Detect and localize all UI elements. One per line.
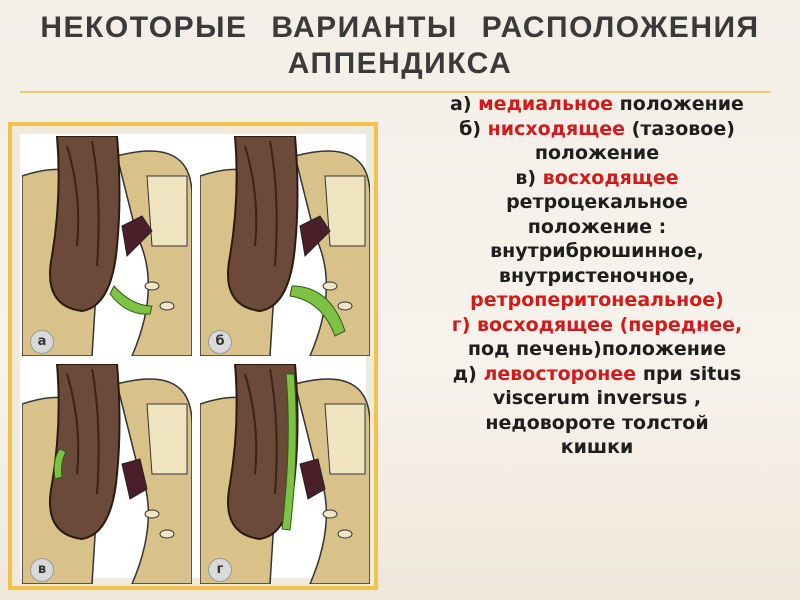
list-text: ретроцекальное [506, 191, 688, 213]
highlighted-term: г) восходящее (переднее, [451, 313, 743, 336]
list-item-line: внутристеночное, [404, 264, 790, 289]
list-item-line: а) медиальное положение [404, 92, 790, 117]
panel-g-drawing [200, 364, 370, 584]
list-item-line: внутрибрюшинное, [404, 239, 790, 264]
list-text: в) [515, 166, 543, 189]
slide-title: НЕКОТОРЫЕ ВАРИАНТЫ РАСПОЛОЖЕНИЯ АППЕНДИК… [20, 10, 780, 82]
list-item-line: viscerum inversus , [404, 386, 790, 411]
list-text: при situs [636, 362, 742, 385]
list-item: б) нисходящее (тазовое)положение [390, 117, 790, 166]
list-item: г) восходящее (переднее,под печень)полож… [390, 313, 790, 362]
list-item-line: положение [404, 141, 790, 166]
list-text: б) [459, 117, 488, 140]
list-item-line: ретроцекальное [404, 190, 790, 215]
panel-a-label: а [30, 330, 54, 354]
list-text: (тазовое) [625, 117, 735, 140]
appendix-illustration: а б [8, 122, 378, 590]
highlighted-term: медиальное [478, 93, 614, 115]
list-item-line: в) восходящее [404, 166, 790, 191]
list-item-line: положение : [404, 215, 790, 240]
list-item-line: г) восходящее (переднее, [404, 313, 790, 338]
list-text: под печень)положение [467, 338, 727, 360]
highlighted-term: восходящее [542, 166, 679, 189]
list-text: внутристеночное, [498, 264, 696, 287]
list-text: положение [534, 142, 660, 164]
highlighted-term: левосторонее [483, 362, 637, 385]
list-item-line: под печень)положение [404, 337, 790, 362]
list-item-line: д) левосторонее при situs [404, 362, 790, 387]
list-item-line: ретроперитонеальное) [404, 288, 790, 313]
panel-g-label: г [208, 558, 232, 582]
list-text: положение [613, 93, 744, 115]
illustration-panels: а б [20, 134, 370, 584]
list-text: д) [452, 362, 484, 385]
list-text: а) [450, 93, 479, 115]
title-line-1: НЕКОТОРЫЕ ВАРИАНТЫ РАСПОЛОЖЕНИЯ [40, 11, 760, 44]
panel-v-label: в [30, 558, 54, 582]
highlighted-term: ретроперитонеальное) [470, 289, 724, 311]
list-item-line: кишки [404, 435, 790, 460]
list-text: положение : [527, 215, 667, 238]
panel-b-drawing [200, 136, 370, 356]
panel-v-drawing [22, 364, 192, 584]
panel-g: г [200, 364, 370, 584]
title-line-2: АППЕНДИКСА [287, 47, 513, 80]
list-item: а) медиальное положение [390, 92, 790, 117]
list-text: внутрибрюшинное, [490, 240, 704, 262]
list-item-line: б) нисходящее (тазовое) [404, 117, 790, 142]
list-text: viscerum inversus , [492, 387, 702, 409]
panel-a-drawing [22, 136, 192, 356]
list-text: недовороте толстой [485, 411, 709, 434]
panel-a: а [22, 136, 192, 356]
list-item-line: недовороте толстой [404, 411, 790, 436]
highlighted-term: нисходящее [487, 117, 626, 140]
list-text: кишки [560, 436, 634, 458]
title-divider [20, 91, 770, 93]
panel-v: в [22, 364, 192, 584]
panel-b: б [200, 136, 370, 356]
panel-b-label: б [208, 330, 232, 354]
